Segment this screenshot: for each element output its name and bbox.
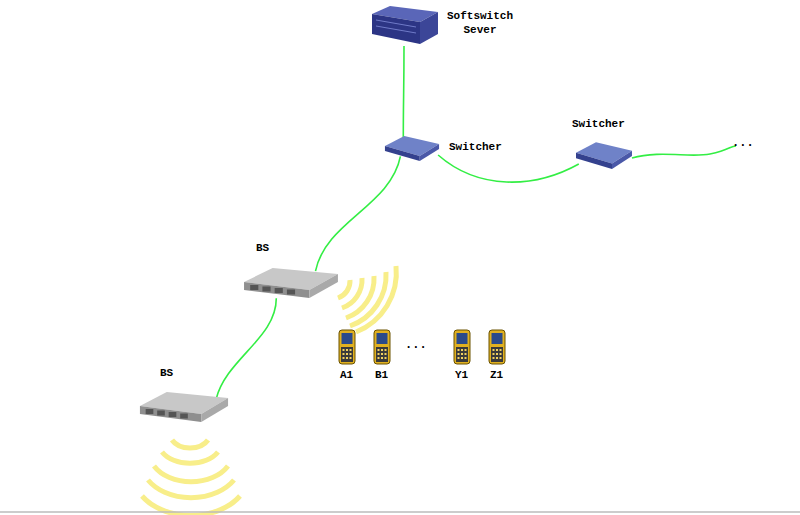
handset: Z1 [488, 329, 506, 365]
network-switcher: Switcher [383, 134, 441, 162]
network-wire [402, 46, 404, 138]
handset: Y1 [453, 329, 471, 365]
bottom-rule [0, 511, 800, 513]
node-label: A1 [340, 369, 353, 383]
node-label: Softswitch Sever [444, 10, 516, 38]
handset-icon [453, 329, 471, 365]
handset-icon [338, 329, 356, 365]
network-wire [216, 298, 276, 399]
node-label: B1 [375, 369, 388, 383]
node-label: BS [160, 367, 173, 381]
handset-icon [488, 329, 506, 365]
handset: A1 [338, 329, 356, 365]
continuation-dots: ... [732, 136, 754, 150]
radio-waves [142, 266, 396, 515]
continuation-dots: ... [405, 338, 427, 352]
node-label: Switcher [572, 118, 625, 132]
network-switcher: Switcher [574, 140, 634, 170]
network-wire [632, 146, 736, 158]
network-wire [316, 156, 401, 271]
node-label: BS [256, 242, 269, 256]
network-wire [438, 155, 579, 182]
base-station-icon [138, 388, 230, 424]
network-switcher-icon [574, 140, 634, 170]
base-station-icon [242, 264, 340, 300]
softswitch-server: Softswitch Sever [368, 4, 440, 46]
base-station: BS [242, 264, 340, 300]
node-label: Switcher [449, 141, 502, 155]
node-label: Y1 [455, 369, 468, 383]
handset-icon [373, 329, 391, 365]
base-station: BS [138, 388, 230, 424]
network-switcher-icon [383, 134, 441, 162]
node-label: Z1 [490, 369, 503, 383]
handset: B1 [373, 329, 391, 365]
softswitch-server-icon [368, 4, 440, 46]
